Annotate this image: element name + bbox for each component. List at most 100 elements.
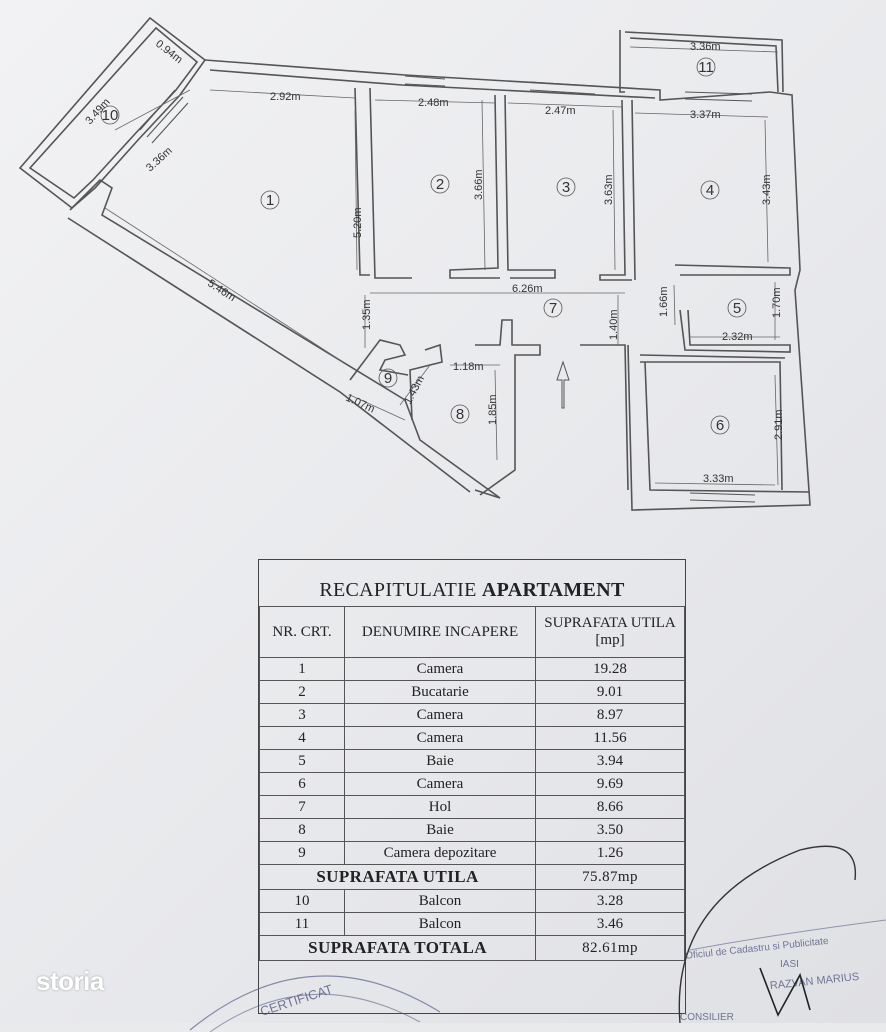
floor-plan: 1 2 3 4 5 6 7 8 9 10 11 2.92m 2.48m bbox=[18, 16, 811, 511]
dim-094: 0.94m bbox=[153, 38, 184, 66]
row-name: Baie bbox=[344, 749, 536, 773]
row-name: Hol bbox=[344, 795, 536, 819]
dim-232: 2.32m bbox=[722, 331, 753, 343]
dim-143: 1.43m bbox=[402, 374, 427, 407]
row-area: 3.50 bbox=[535, 818, 685, 842]
dim-366: 3.66m bbox=[473, 169, 485, 200]
header-area: SUPRAFATA UTILA [mp] bbox=[535, 606, 685, 658]
dim-247: 2.47m bbox=[545, 105, 576, 117]
dim-166: 1.66m bbox=[658, 286, 670, 317]
row-nr: 11 bbox=[259, 912, 345, 936]
row-area: 19.28 bbox=[535, 657, 685, 681]
room-label-5: 5 bbox=[733, 300, 741, 317]
row-name: Camera bbox=[344, 772, 536, 796]
room-label-4: 4 bbox=[706, 182, 714, 199]
dim-343: 3.43m bbox=[761, 174, 773, 205]
row-nr: 2 bbox=[259, 680, 345, 704]
row-area: 3.94 bbox=[535, 749, 685, 773]
row-nr: 5 bbox=[259, 749, 345, 773]
row-name: Balcon bbox=[344, 889, 536, 913]
dim-248: 2.48m bbox=[418, 97, 449, 109]
dim-336-top: 3.36m bbox=[690, 41, 721, 53]
recap-table: NR. CRT. DENUMIRE INCAPERE SUPRAFATA UTI… bbox=[259, 606, 685, 961]
total-area-value: 82.61mp bbox=[535, 935, 685, 961]
dim-333: 3.33m bbox=[703, 473, 734, 485]
dim-292: 2.92m bbox=[270, 91, 301, 103]
room-label-3: 3 bbox=[562, 179, 570, 196]
util-area-label: SUPRAFATA UTILA bbox=[259, 864, 536, 890]
header-name: DENUMIRE INCAPERE bbox=[344, 606, 536, 658]
dim-140: 1.40m bbox=[608, 309, 620, 340]
dim-520: 5.20m bbox=[352, 207, 364, 238]
row-name: Camera bbox=[344, 703, 536, 727]
row-nr: 10 bbox=[259, 889, 345, 913]
dim-626: 6.26m bbox=[512, 283, 543, 295]
dim-107: 1.07m bbox=[344, 392, 377, 416]
row-area: 9.69 bbox=[535, 772, 685, 796]
util-area-row: SUPRAFATA UTILA 75.87mp bbox=[259, 864, 685, 890]
row-name: Camera bbox=[344, 726, 536, 750]
room-label-6: 6 bbox=[716, 417, 724, 434]
total-area-label: SUPRAFATA TOTALA bbox=[259, 935, 536, 961]
room-label-10: 10 bbox=[102, 107, 119, 124]
header-nr: NR. CRT. bbox=[259, 606, 345, 658]
row-nr: 9 bbox=[259, 841, 345, 865]
row-name: Camera depozitare bbox=[344, 841, 536, 865]
recap-title-bold: APARTAMENT bbox=[481, 579, 625, 601]
recap-title-normal: RECAPITULATIE bbox=[319, 579, 482, 601]
recap-table-container: RECAPITULATIE APARTAMENT NR. CRT. DENUMI… bbox=[258, 559, 686, 1014]
row-area: 11.56 bbox=[535, 726, 685, 750]
row-nr: 7 bbox=[259, 795, 345, 819]
row-nr: 8 bbox=[259, 818, 345, 842]
row-nr: 3 bbox=[259, 703, 345, 727]
room-label-9: 9 bbox=[384, 370, 392, 387]
room-label-7: 7 bbox=[549, 300, 557, 317]
dim-185: 1.85m bbox=[487, 394, 499, 425]
row-name: Bucatarie bbox=[344, 680, 536, 704]
stamp-right: Oficiul de Cadastru si Publicitate IASI … bbox=[678, 845, 886, 1023]
dim-363: 3.63m bbox=[603, 174, 615, 205]
row-name: Camera bbox=[344, 657, 536, 681]
row-area: 9.01 bbox=[535, 680, 685, 704]
row-area: 8.97 bbox=[535, 703, 685, 727]
storia-watermark: storia bbox=[36, 966, 104, 996]
stamp-right-line4: CONSILIER bbox=[680, 1012, 734, 1023]
stamp-right-line1: Oficiul de Cadastru si Publicitate bbox=[685, 936, 830, 962]
row-nr: 6 bbox=[259, 772, 345, 796]
total-area-row: SUPRAFATA TOTALA 82.61mp bbox=[259, 935, 685, 961]
dim-170: 1.70m bbox=[771, 287, 783, 318]
recap-title: RECAPITULATIE APARTAMENT bbox=[259, 560, 685, 606]
room-label-2: 2 bbox=[436, 176, 444, 193]
stamp-left: CERTIFICAT bbox=[189, 975, 441, 1032]
row-area: 3.46 bbox=[535, 912, 685, 936]
row-nr: 4 bbox=[259, 726, 345, 750]
dim-336-balcony: 3.36m bbox=[144, 145, 175, 174]
dim-337: 3.37m bbox=[690, 109, 721, 121]
stamp-right-line2: IASI bbox=[780, 959, 799, 970]
row-nr: 1 bbox=[259, 657, 345, 681]
dim-118: 1.18m bbox=[453, 361, 484, 373]
row-area: 8.66 bbox=[535, 795, 685, 819]
row-name: Baie bbox=[344, 818, 536, 842]
room-label-1: 1 bbox=[266, 192, 274, 209]
dim-546: 5.46m bbox=[205, 277, 237, 304]
room-label-8: 8 bbox=[456, 406, 464, 423]
room-label-11: 11 bbox=[698, 59, 714, 76]
stamp-left-text: CERTIFICAT bbox=[258, 981, 334, 1019]
stamp-right-line3: RAZVAN MARIUS bbox=[769, 971, 859, 992]
dim-291: 2.91m bbox=[773, 409, 785, 440]
dim-135: 1.35m bbox=[361, 299, 373, 330]
row-name: Balcon bbox=[344, 912, 536, 936]
table-header-row: NR. CRT. DENUMIRE INCAPERE SUPRAFATA UTI… bbox=[259, 606, 685, 658]
